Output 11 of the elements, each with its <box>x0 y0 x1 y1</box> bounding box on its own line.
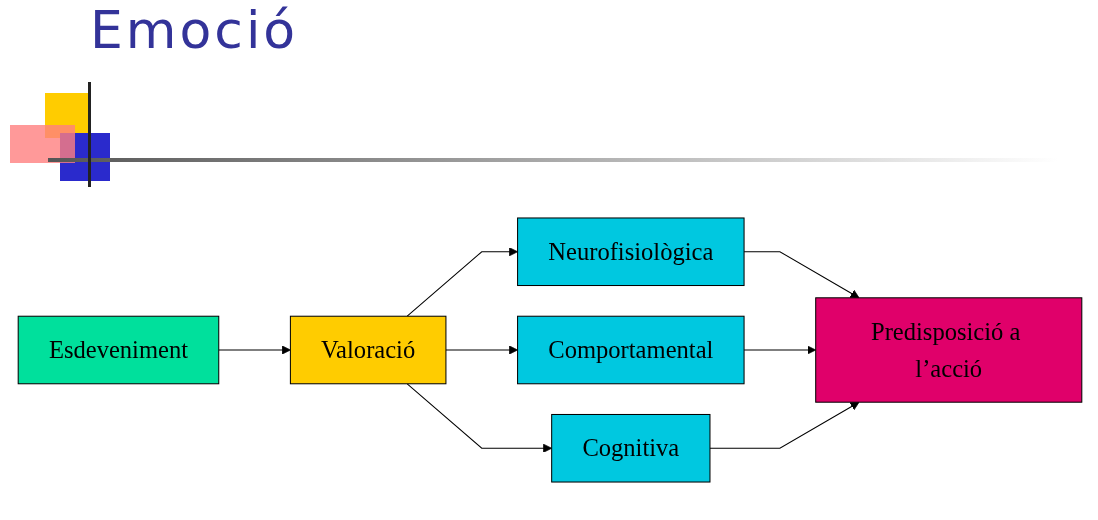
node-box: Esdeveniment <box>17 315 220 385</box>
node-box: Comportamental <box>517 315 745 385</box>
node-box: Cognitiva <box>551 413 711 483</box>
arrow <box>218 345 291 355</box>
node-box: Valoració <box>289 315 447 385</box>
arrow <box>406 247 518 317</box>
slide-title: Emoció <box>90 0 299 60</box>
arrow <box>709 401 860 449</box>
node-box: Predisposició a l’acció <box>815 297 1083 403</box>
node-box: Neurofisiològica <box>517 217 745 287</box>
arrow <box>445 345 518 355</box>
